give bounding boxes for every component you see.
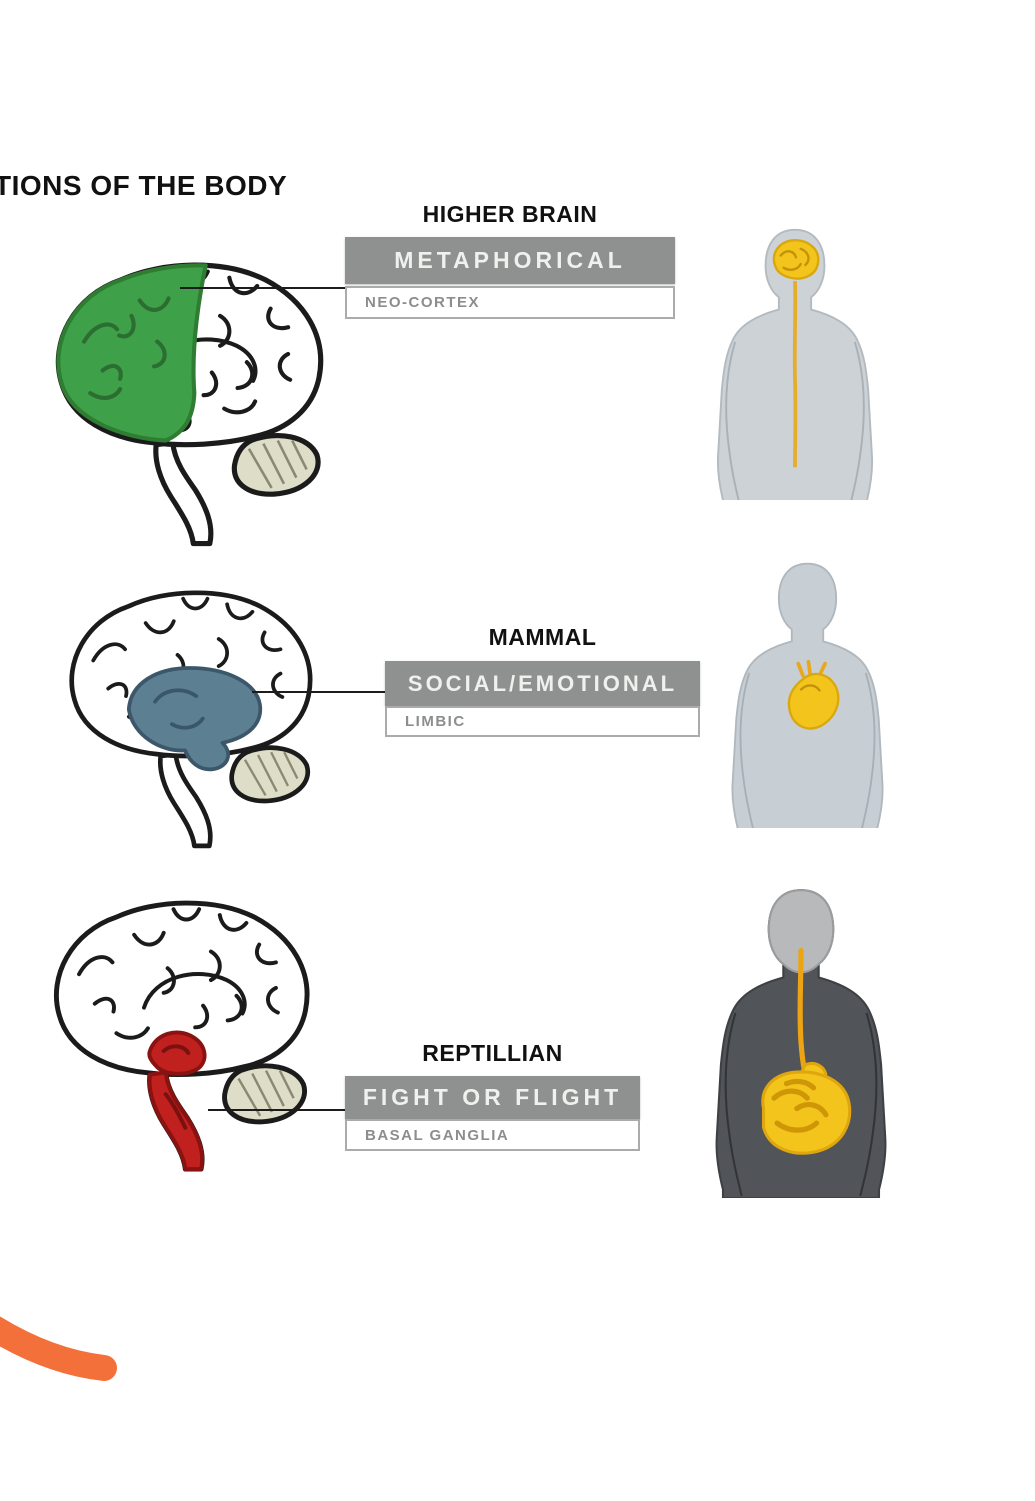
brainstem-highlight-region — [147, 1030, 207, 1172]
sublabel-limbic: LIMBIC — [385, 706, 700, 737]
highlighted-intestines-organ — [761, 947, 852, 1155]
sublabel-basal-ganglia: BASAL GANGLIA — [345, 1119, 640, 1151]
page-title: TIONS OF THE BODY — [0, 170, 288, 201]
section-heading-reptillian: REPTILLIAN — [422, 1040, 563, 1066]
brain-illustration-neocortex — [18, 218, 348, 558]
sublabel-neo-cortex: NEO-CORTEX — [345, 286, 675, 319]
sagittal-brain-drawing — [69, 590, 313, 849]
body-figure-gut-highlight — [705, 886, 897, 1198]
highlighted-brain-organ — [772, 239, 820, 468]
limbic-highlight-region — [126, 666, 263, 772]
neocortex-highlight-region — [56, 263, 208, 443]
highlighted-heart-organ — [787, 659, 840, 730]
callout-line-limbic — [252, 691, 386, 693]
sagittal-brain-drawing — [53, 900, 310, 1172]
body-figure-brain-highlight — [700, 226, 890, 500]
callout-line-basal-ganglia — [208, 1109, 346, 1111]
brain-illustration-limbic — [35, 550, 335, 859]
callout-line-neocortex — [180, 287, 346, 289]
section-heading-mammal: MAMMAL — [488, 624, 597, 650]
swoosh-stroke — [0, 1316, 117, 1381]
label-bar-metaphorical: METAPHORICAL — [345, 237, 675, 284]
label-bar-social-emotional: SOCIAL/EMOTIONAL — [385, 661, 700, 706]
orange-swoosh-decoration — [0, 1310, 142, 1394]
sagittal-brain-drawing — [55, 262, 324, 547]
body-figure-heart-highlight — [715, 560, 900, 828]
brain-illustration-basal-ganglia — [18, 858, 333, 1183]
section-heading-higher-brain: HIGHER BRAIN — [422, 201, 598, 227]
label-bar-fight-or-flight: FIGHT OR FLIGHT — [345, 1076, 640, 1119]
